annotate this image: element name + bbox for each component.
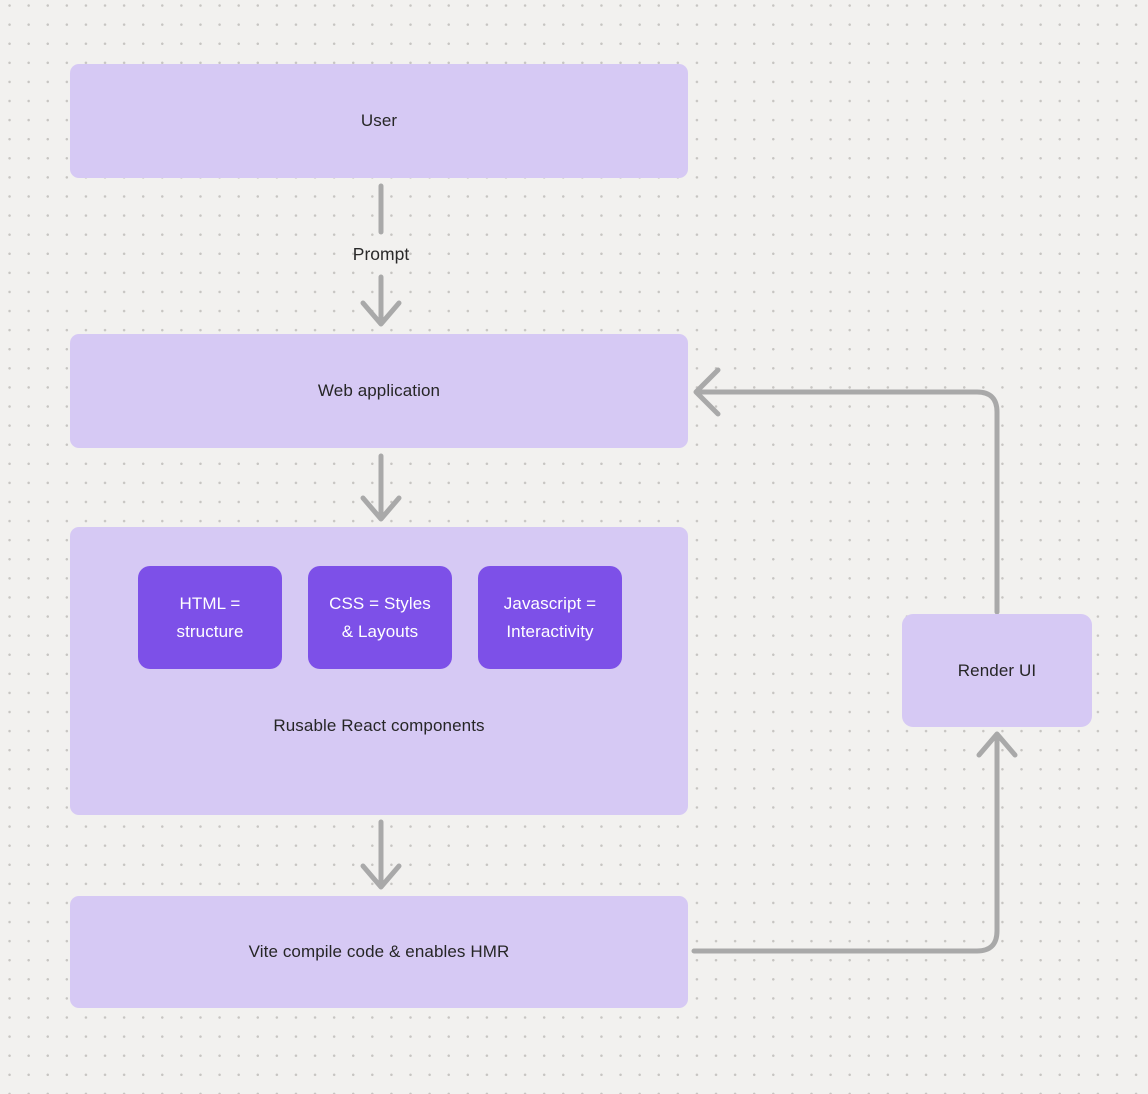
node-user-label: User <box>360 111 398 130</box>
arrow-webapp-to-components <box>360 453 402 522</box>
edge-prompt-label: Prompt <box>352 244 410 264</box>
node-components-container: HTML = structure CSS = Styles & Layouts … <box>70 527 688 815</box>
node-web-application-label: Web application <box>317 381 441 400</box>
node-vite: Vite compile code & enables HMR <box>70 896 688 1008</box>
chip-javascript-line2: Interactivity <box>506 621 594 641</box>
chip-css-line1: CSS = Styles <box>329 593 431 613</box>
chip-html-line2: structure <box>176 621 244 641</box>
node-render-ui-label: Render UI <box>957 660 1037 680</box>
arrow-prompt-to-webapp <box>360 274 402 327</box>
arrow-render-ui-to-webapp <box>693 367 1000 615</box>
chip-html-line1: HTML = <box>179 593 241 613</box>
chip-css: CSS = Styles & Layouts <box>308 566 452 669</box>
chip-javascript-line1: Javascript = <box>503 593 597 613</box>
chip-css-line2: & Layouts <box>341 621 419 641</box>
components-container-caption: Rusable React components <box>273 716 485 735</box>
arrow-vite-to-render-ui <box>691 731 1018 954</box>
chip-html: HTML = structure <box>138 566 282 669</box>
chip-javascript: Javascript = Interactivity <box>478 566 622 669</box>
node-user: User <box>70 64 688 178</box>
node-vite-label: Vite compile code & enables HMR <box>248 942 510 961</box>
node-web-application: Web application <box>70 334 688 448</box>
node-render-ui: Render UI <box>902 614 1092 727</box>
arrow-components-to-vite <box>360 819 402 890</box>
